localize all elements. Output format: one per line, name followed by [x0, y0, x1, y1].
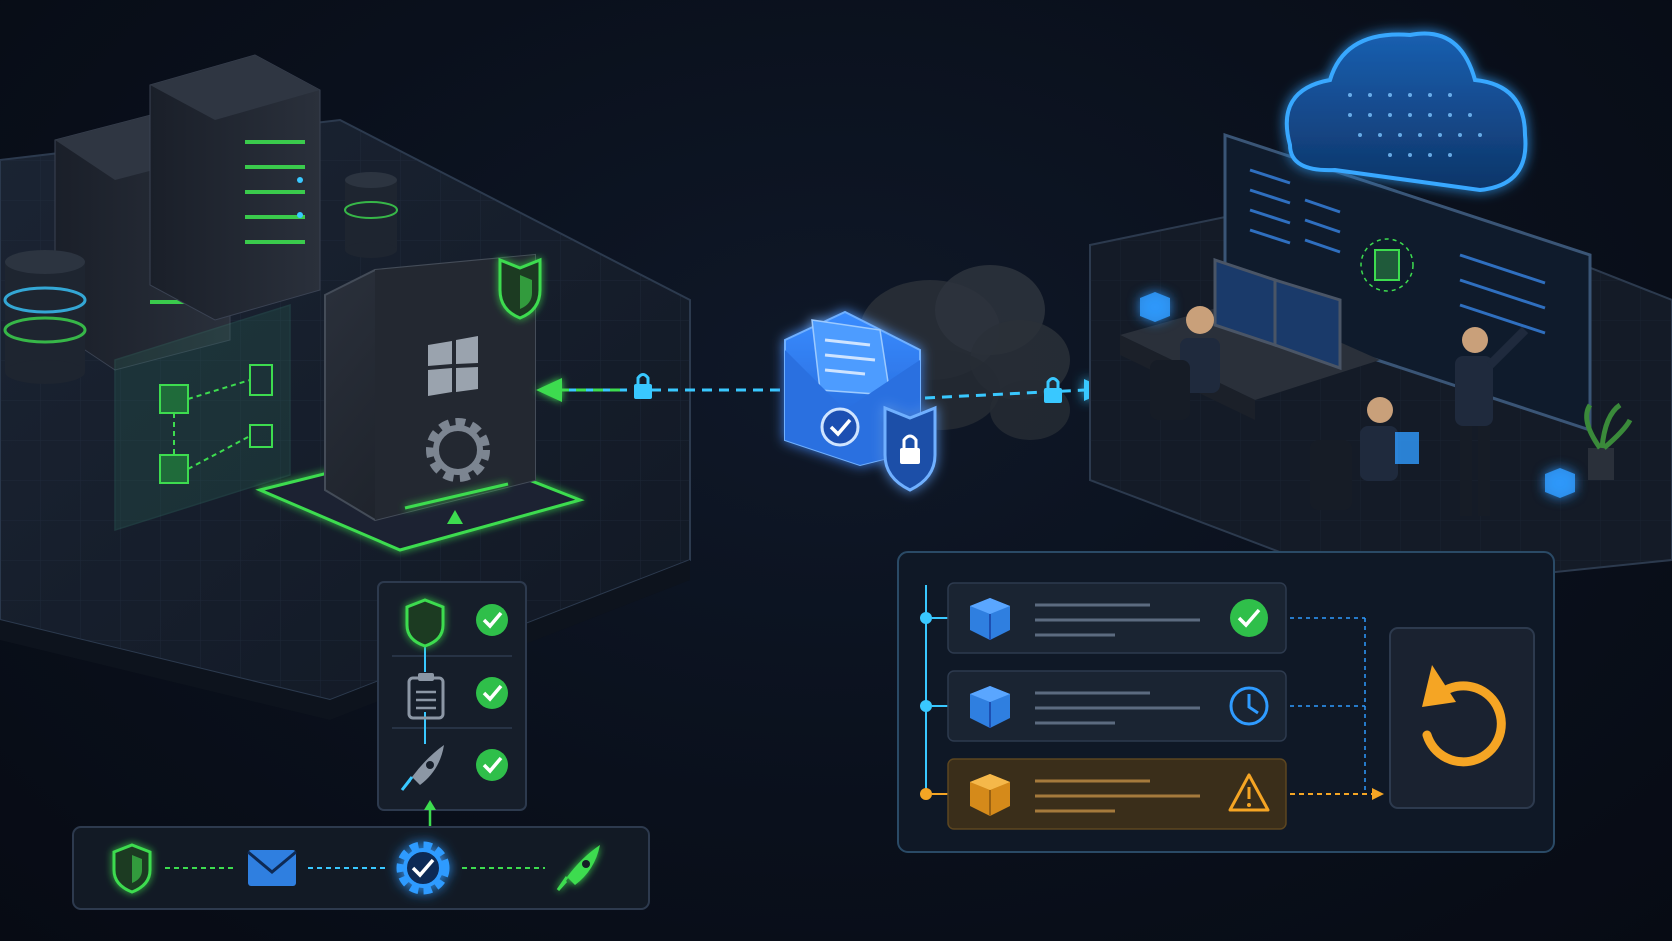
connector-up	[447, 510, 463, 585]
warning-icon	[1228, 773, 1270, 812]
shield-icon	[498, 257, 542, 320]
undo-button[interactable]	[1389, 627, 1535, 809]
cube-icon	[970, 686, 1010, 728]
workflow-panel	[114, 303, 291, 532]
workstation	[1120, 257, 1380, 420]
checklist-item	[400, 745, 508, 791]
check-icon	[1230, 599, 1268, 637]
cube-icon	[970, 774, 1010, 816]
check-icon	[476, 677, 508, 709]
rocket-icon	[400, 745, 444, 791]
checklist-item	[407, 673, 508, 720]
server-rack-icon	[149, 54, 321, 321]
check-icon	[476, 749, 508, 781]
shield-icon	[112, 843, 152, 894]
clipboard-icon	[407, 673, 445, 720]
database-icon	[344, 172, 398, 258]
envelope-icon	[247, 850, 297, 886]
check-icon	[476, 604, 508, 636]
lock-icon	[634, 373, 652, 399]
undo-icon	[1422, 665, 1506, 767]
connector-up	[424, 800, 436, 828]
status-row	[920, 758, 1384, 830]
gear-icon	[426, 418, 490, 482]
shield-icon	[405, 598, 445, 648]
plant-icon	[1584, 402, 1633, 480]
connector-left	[536, 378, 780, 402]
cube-icon	[970, 598, 1010, 640]
gear-check-icon	[396, 841, 450, 895]
lock-icon	[1044, 377, 1062, 403]
operators-icon	[1150, 306, 1529, 516]
database-icon	[3, 250, 87, 384]
checklist-item	[405, 598, 508, 648]
status-row	[920, 582, 1366, 795]
shield-lock-icon	[883, 405, 937, 492]
clock-icon	[1229, 686, 1269, 726]
status-row	[920, 670, 1365, 742]
cloud-icon	[1284, 31, 1528, 193]
rocket-icon	[556, 845, 600, 891]
cube-icon	[1140, 292, 1575, 498]
pipeline-bar	[72, 826, 650, 910]
